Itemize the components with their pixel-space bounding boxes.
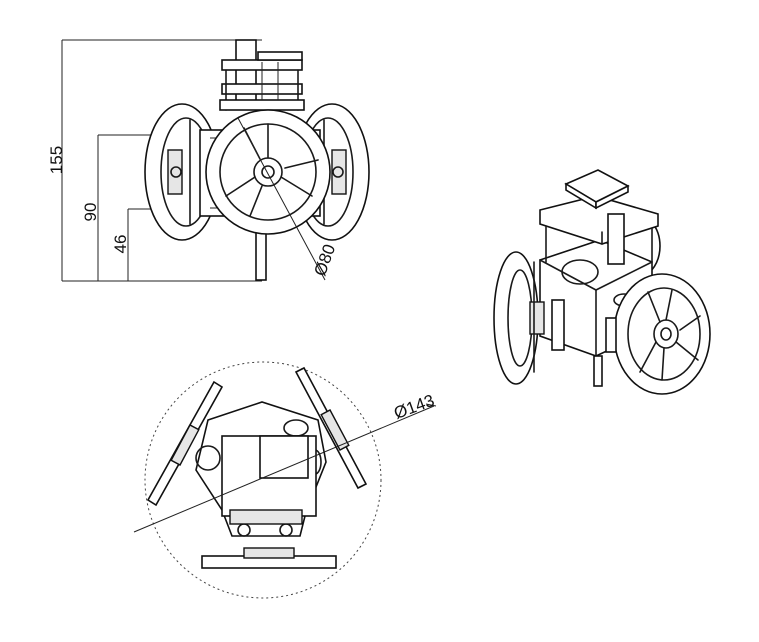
front-view: 155 90 46 xyxy=(47,39,370,282)
top-right-wheel xyxy=(294,366,368,490)
iso-left-wheel xyxy=(493,251,545,385)
height-dimension-lines xyxy=(61,39,262,282)
top-view xyxy=(133,361,437,599)
front-top-stack xyxy=(219,39,305,111)
wheel-diameter-label: Ø80 xyxy=(310,242,339,279)
iso-leg xyxy=(593,355,603,387)
front-leg xyxy=(255,229,267,281)
height-total-label: 155 xyxy=(47,146,66,174)
footprint-diameter-label: Ø143 xyxy=(391,391,437,423)
isometric-view xyxy=(493,169,711,395)
footprint-circle xyxy=(144,361,382,599)
top-left-wheel xyxy=(146,380,224,507)
front-center-wheel xyxy=(205,109,331,281)
height-low-label: 46 xyxy=(111,235,130,254)
iso-right-wheel xyxy=(613,273,711,395)
height-mid-label: 90 xyxy=(81,203,100,222)
